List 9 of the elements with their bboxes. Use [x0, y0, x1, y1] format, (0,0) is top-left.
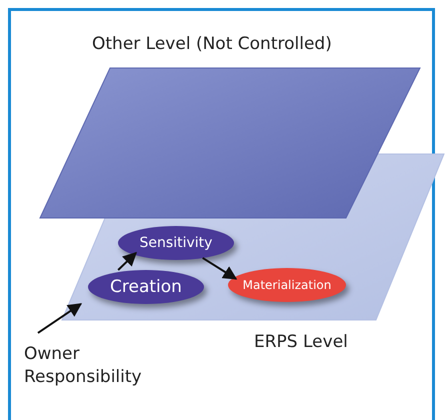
- node-label: Sensitivity: [140, 235, 212, 251]
- level-label: ERPS Level: [254, 332, 348, 352]
- level-label: Other Level (Not Controlled): [92, 34, 332, 54]
- annotation-text: Owner Responsibility: [24, 343, 143, 389]
- node-label: Materialization: [242, 278, 332, 292]
- arrow: [117, 252, 137, 271]
- arrow: [202, 257, 238, 280]
- arrow: [37, 303, 82, 334]
- node-label: Creation: [110, 277, 182, 297]
